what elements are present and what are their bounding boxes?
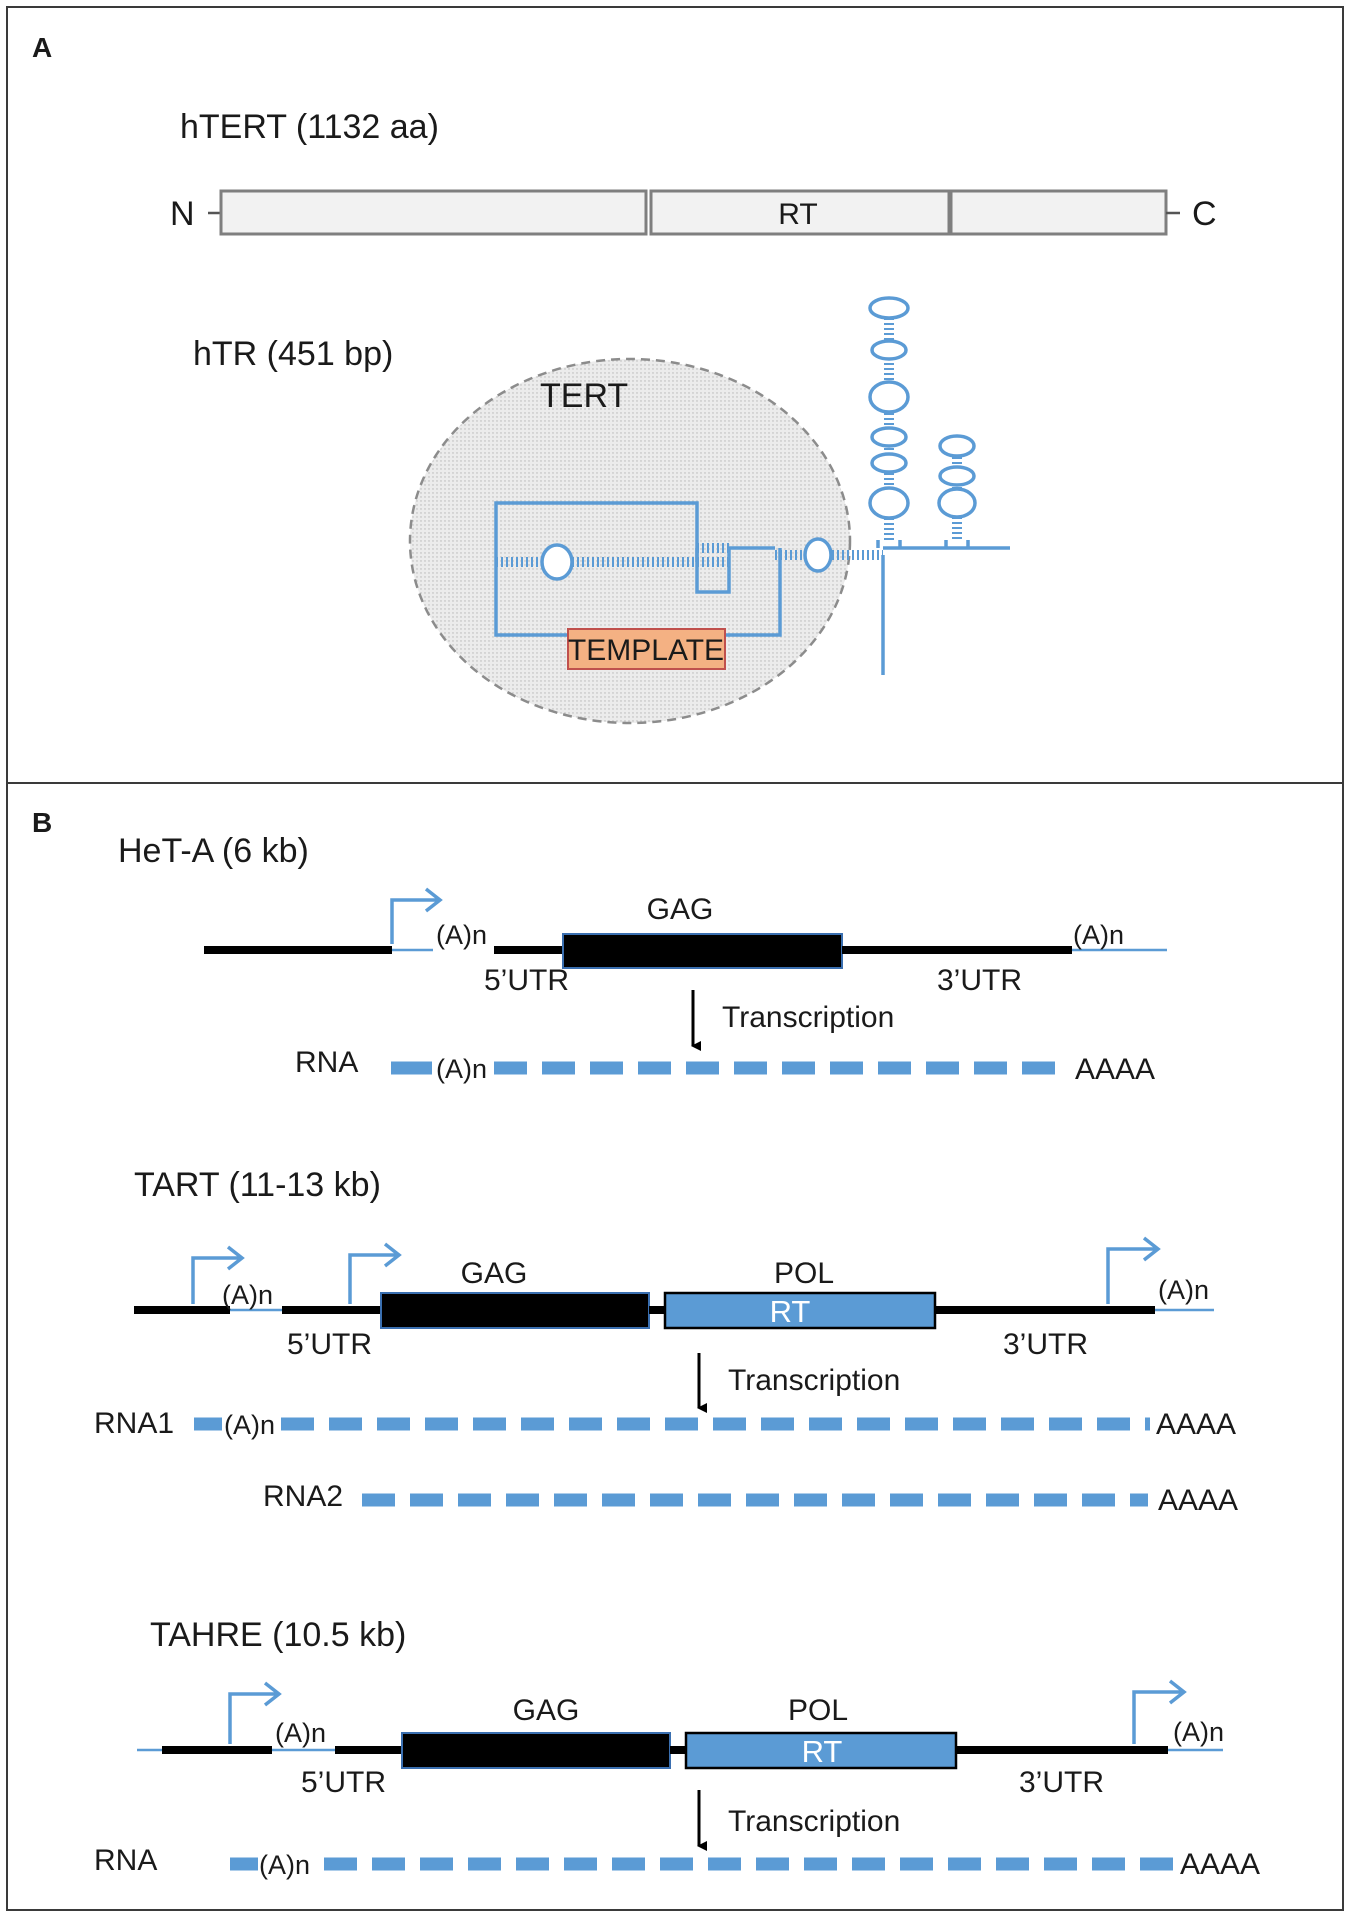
tahre-title: TAHRE (10.5 kb) (150, 1616, 406, 1654)
htert-n-domain (219, 189, 648, 236)
tahre-pol-box (684, 1731, 958, 1770)
panel-b-frame (6, 782, 1344, 1911)
tart-pol-box (663, 1291, 937, 1330)
tahre-gag-label: GAG (513, 1694, 580, 1727)
internal-loop (803, 537, 833, 573)
tahre-element: TAHRE (10.5 kb) (A)n (A)n GAG POL RT 5’U… (94, 1616, 1260, 1881)
template-box (567, 628, 726, 670)
heta-rna-an: (A)n (436, 1054, 487, 1084)
tahre-an-left: (A)n (275, 1718, 326, 1748)
rt-domain-label: RT (778, 198, 817, 231)
htert-protein-bar (208, 189, 1180, 236)
tart-pol-label: POL (774, 1257, 834, 1290)
heta-an-left: (A)n (436, 920, 487, 950)
tahre-promoter-arrow-1 (228, 1681, 282, 1744)
tert-label: TERT (540, 377, 628, 415)
panel-b-letter: B (32, 807, 52, 838)
heta-title: HeT-A (6 kb) (118, 832, 309, 870)
tahre-rna-an: (A)n (259, 1850, 310, 1880)
heta-gag-label: GAG (647, 893, 714, 926)
tart-promoter-arrow-3 (1106, 1236, 1161, 1304)
tart-element: TART (11-13 kb) (A)n (A)n GAG POL RT 5’U… (94, 1166, 1238, 1517)
heta-element: HeT-A (6 kb) (A)n (A)n GAG 5’UTR 3’UTR T… (118, 832, 1167, 1086)
htert-rt-domain (649, 189, 951, 236)
tahre-rna-polya: AAAA (1180, 1848, 1260, 1881)
tart-promoter-arrow-2 (348, 1242, 402, 1304)
tart-an-left: (A)n (222, 1280, 273, 1310)
n-terminus-label: N (170, 195, 195, 233)
tahre-5utr-label: 5’UTR (301, 1766, 386, 1799)
tart-5utr-label: 5’UTR (287, 1328, 372, 1361)
c-terminus-label: C (1192, 195, 1217, 233)
tart-title: TART (11-13 kb) (134, 1166, 381, 1204)
tart-rna2-label: RNA2 (263, 1480, 343, 1513)
tart-promoter-arrow-1 (191, 1245, 245, 1304)
tart-rna1-label: RNA1 (94, 1407, 174, 1440)
tahre-3utr-label: 3’UTR (1019, 1766, 1104, 1799)
tahre-rt-label: RT (802, 1734, 843, 1769)
tahre-transcription-label: Transcription (728, 1805, 900, 1838)
htert-c-domain (949, 189, 1168, 236)
heta-rna-label: RNA (295, 1046, 358, 1079)
tart-3utr-label: 3’UTR (1003, 1328, 1088, 1361)
tart-an-right: (A)n (1158, 1275, 1209, 1305)
heta-transcription-label: Transcription (722, 1001, 894, 1034)
tahre-an-right: (A)n (1173, 1717, 1224, 1747)
internal-loop (540, 543, 574, 581)
tert-protein-region (408, 357, 852, 725)
htert-title: hTERT (1132 aa) (180, 108, 439, 146)
heta-rna-polya: AAAA (1075, 1053, 1155, 1086)
tart-gag-box (380, 1292, 650, 1329)
tahre-rna-label: RNA (94, 1844, 157, 1877)
tart-rna1-polya: AAAA (1156, 1408, 1236, 1441)
tart-rna1-an: (A)n (224, 1410, 275, 1440)
heta-3utr-label: 3’UTR (937, 964, 1022, 997)
heta-an-right: (A)n (1073, 920, 1124, 950)
tart-rna2-polya: AAAA (1158, 1484, 1238, 1517)
tahre-promoter-arrow-2 (1132, 1679, 1187, 1744)
heta-5utr-label: 5’UTR (484, 964, 569, 997)
htr-title: hTR (451 bp) (193, 335, 393, 373)
tart-rt-label: RT (770, 1294, 811, 1329)
tahre-pol-label: POL (788, 1694, 848, 1727)
heta-promoter-arrow (390, 887, 443, 944)
tahre-gag-box (401, 1732, 671, 1769)
panel-a-letter: A (32, 32, 52, 63)
tart-gag-label: GAG (461, 1257, 528, 1290)
template-label: TEMPLATE (568, 634, 724, 667)
heta-gag-box (562, 933, 843, 969)
tart-transcription-label: Transcription (728, 1364, 900, 1397)
